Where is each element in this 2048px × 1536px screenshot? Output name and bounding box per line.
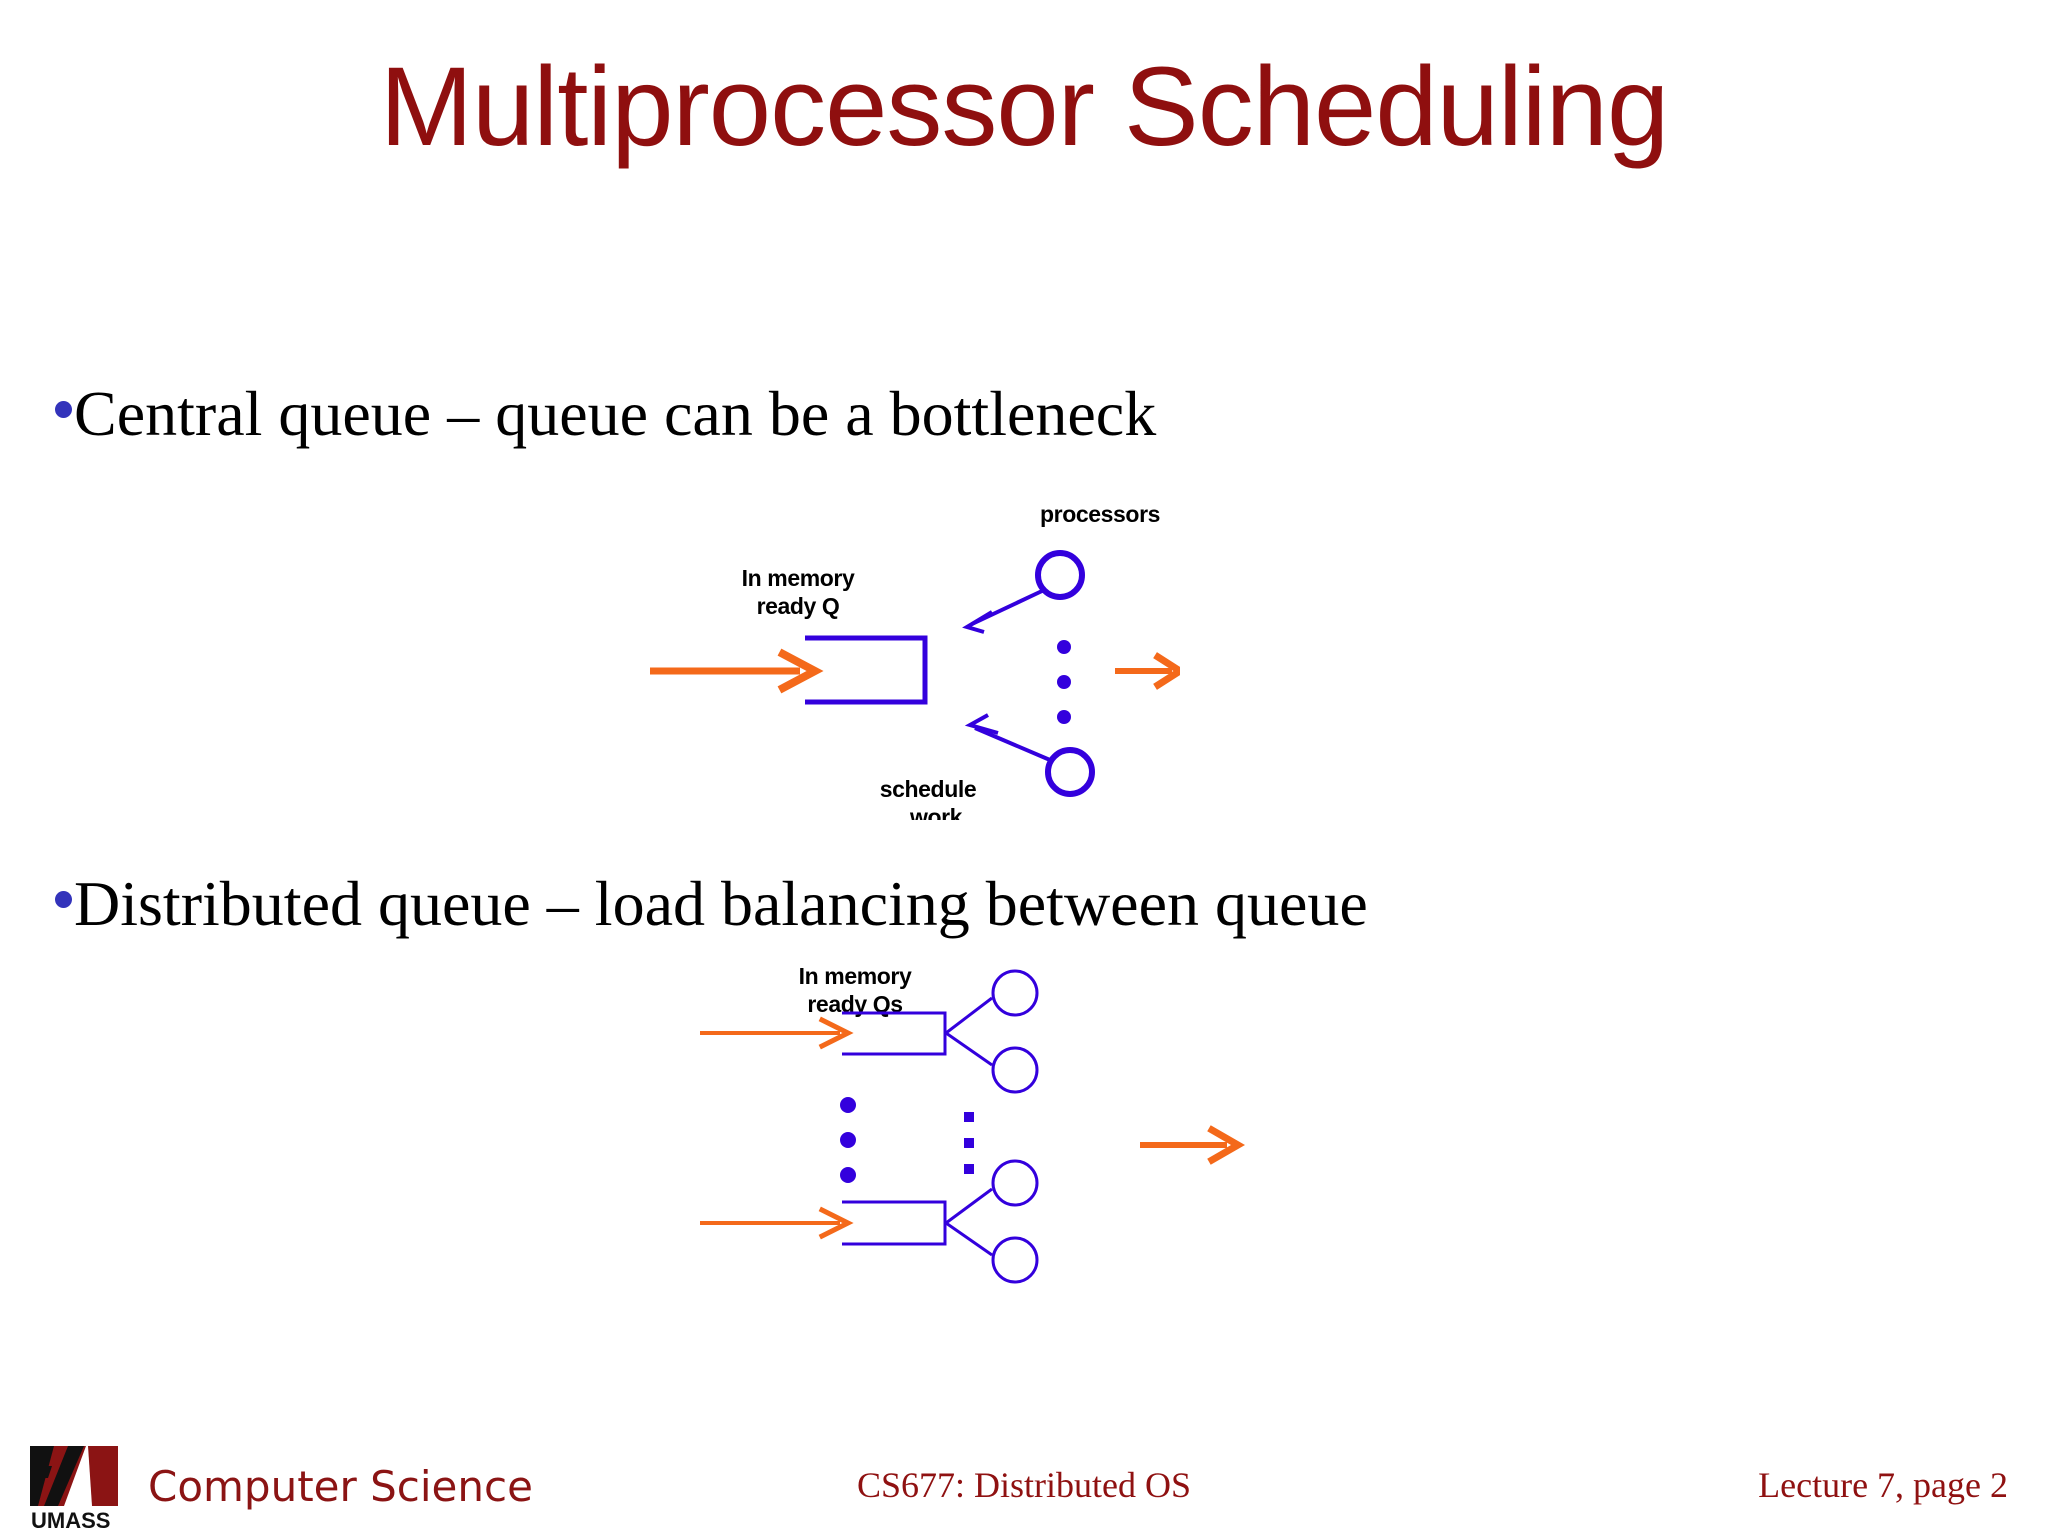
central-queue-diagram: processors In memory ready Q	[620, 490, 1180, 820]
queue-box-shape-bottom	[842, 1200, 947, 1246]
footer-department: Computer Science	[148, 1462, 533, 1511]
page-title: Multiprocessor Scheduling	[379, 44, 1670, 169]
distributed-queue-diagram: In memory ready Qs	[700, 960, 1260, 1340]
processor-ellipsis-dots	[1057, 640, 1071, 724]
queue-ellipsis-dots	[840, 1097, 856, 1183]
footer-page-number: Lecture 7, page 2	[1758, 1465, 2008, 1505]
processor-node-top-2	[945, 1031, 1039, 1094]
processor-node-top	[962, 550, 1085, 634]
processor-node-bottom	[964, 713, 1095, 797]
queue-label-line1: In memory	[742, 565, 855, 591]
processor-node-bottom-1	[945, 1159, 1039, 1225]
processors-label: processors	[1040, 501, 1160, 527]
schedule-label-line2: work	[909, 804, 963, 820]
outgoing-flow-arrow	[1115, 652, 1180, 690]
umass-logo: UMASS	[28, 1444, 120, 1532]
bullet-dot-icon	[55, 891, 72, 908]
processor-node-top-1	[945, 969, 1039, 1035]
umass-logo-text: UMASS	[31, 1508, 110, 1532]
bullet-text: Distributed queue – load balancing betwe…	[74, 868, 1368, 939]
bullet-item-central-queue: Central queue – queue can be a bottlenec…	[55, 382, 1156, 446]
queue-label-line2: ready Q	[757, 593, 840, 619]
queue-box-shape	[805, 635, 928, 705]
bullet-dot-icon	[55, 401, 72, 418]
bullet-item-distributed-queue: Distributed queue – load balancing betwe…	[55, 872, 1368, 936]
queue-box-shape-top	[842, 1011, 947, 1056]
outgoing-flow-arrow	[1140, 1125, 1246, 1165]
processor-node-bottom-2	[945, 1221, 1039, 1284]
incoming-flow-arrow	[650, 648, 824, 694]
schedule-label-line1: schedule	[880, 776, 977, 802]
queues-label-line1: In memory	[799, 963, 912, 989]
processor-ellipsis-dots	[964, 1112, 974, 1174]
incoming-flow-arrow-top	[700, 1016, 854, 1050]
footer-course: CS677: Distributed OS	[856, 1465, 1192, 1505]
bullet-text: Central queue – queue can be a bottlenec…	[74, 378, 1157, 449]
incoming-flow-arrow-bottom	[700, 1206, 854, 1240]
